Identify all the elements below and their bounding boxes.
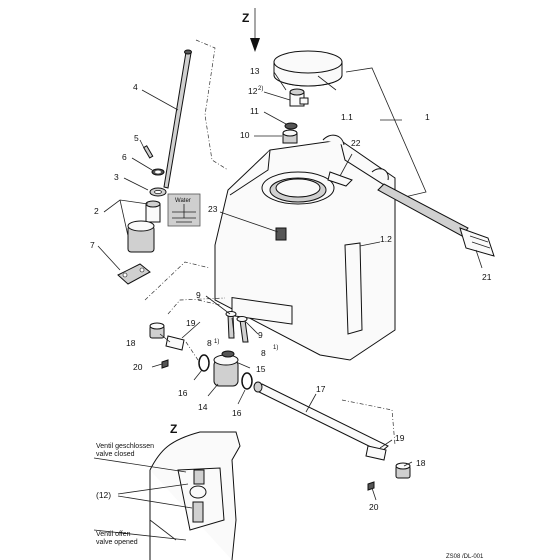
callout-19b: 19 [395,433,405,443]
note-valve-closed-en: valve closed [96,451,135,458]
callout-12: 12 [248,86,258,96]
callout-1: 1 [425,112,430,122]
inset-label: Z [170,422,177,436]
view-label: Z [242,11,249,25]
callout-4: 4 [133,82,138,92]
water-tank [214,134,396,361]
filter-fitting [127,200,161,253]
washer-3 [149,187,167,197]
dip-rod [163,49,192,189]
callout-1-2: 1.2 [380,234,392,244]
callout-6: 6 [122,152,127,162]
screw-left [225,311,237,339]
o-ring-16a [198,354,210,372]
callout-3: 3 [114,172,119,182]
callout-14: 14 [198,402,208,412]
note-valve-open-en: valve opened [96,539,138,546]
callout-19a: 19 [186,318,196,328]
tank-handle [377,183,495,257]
callout-8a: 8 [207,338,212,348]
callout-9a: 9 [196,290,201,300]
callout-20a: 20 [133,362,143,372]
callout-15: 15 [256,364,266,374]
water-label-plate: Water [167,193,201,227]
callout-23: 23 [208,204,218,214]
callout-10: 10 [240,130,250,140]
callout-11: 11 [250,106,259,116]
gasket [117,263,151,285]
o-ring-16b [241,372,253,390]
callout-1-1: 1.1 [341,112,353,122]
callout-5: 5 [134,133,139,143]
inset-detail: Z Ventil geschlossen valve closed (12) V… [93,422,241,560]
view-arrow-z: Z [242,8,260,52]
o-ring-6 [151,168,165,176]
outlet-right [365,445,411,491]
adapter-10 [282,129,298,144]
document-reference: ZS08 /DL-001 [446,554,484,560]
pin [143,145,154,159]
callout-21: 21 [482,272,492,282]
footnote-12: 2) [258,86,263,92]
callout-20b: 20 [369,502,379,512]
note-valve-open-de: Ventil offen [96,531,131,538]
o-ring-15 [221,350,235,358]
callout-16a: 16 [178,388,188,398]
callout-18b: 18 [416,458,426,468]
callout-17: 17 [316,384,326,394]
outlet-left [149,322,185,369]
water-legend: Water [175,198,191,204]
callout-labels: 1 1.1 1.2 2 3 4 5 6 7 8 1) 8 1) 9 9 10 1… [90,66,492,512]
footnote-8a: 1) [214,339,219,345]
valve-body [213,354,239,387]
callout-8b: 8 [261,348,266,358]
callout-2: 2 [94,206,99,216]
retaining-clip [327,171,353,187]
outlet-pipe [253,381,389,453]
assembly-frame [195,39,427,201]
note-ref-12: (12) [96,490,111,500]
seal-11 [284,122,298,130]
tank-lid [273,50,343,87]
callout-22: 22 [351,138,361,148]
valve-cap [289,88,309,107]
callout-9b: 9 [258,330,263,340]
screw-right [236,316,249,343]
callout-7: 7 [90,240,95,250]
callout-16b: 16 [232,408,242,418]
leader-lines [97,71,483,501]
note-valve-closed-de: Ventil geschlossen [96,443,154,450]
callout-13: 13 [250,66,260,76]
callout-18a: 18 [126,338,136,348]
footnote-8b: 1) [273,345,278,351]
